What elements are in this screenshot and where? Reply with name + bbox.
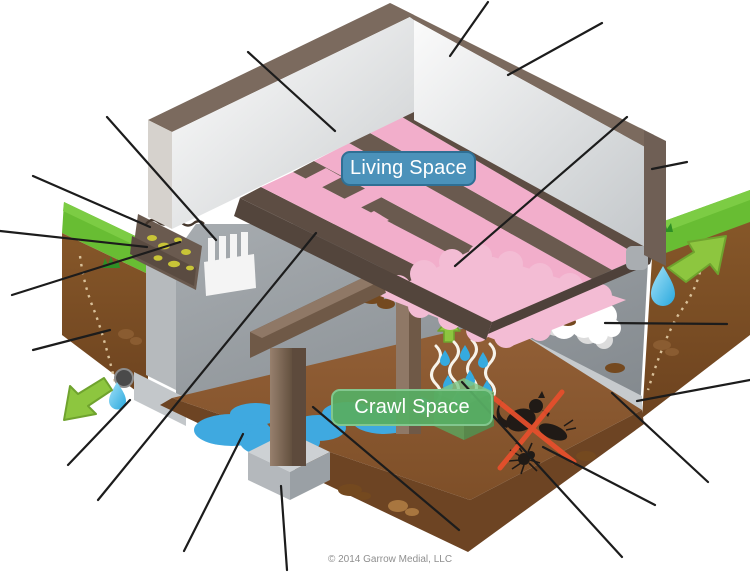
leader-line-rim-joist-mold xyxy=(10,240,182,297)
corner-trim xyxy=(644,130,666,266)
leader-line-wall-cap xyxy=(506,21,604,77)
upper-walls xyxy=(148,3,666,270)
foundation-wall-end xyxy=(146,246,176,390)
green-arrow-in-icon xyxy=(667,235,727,283)
living-space-label-text: Living Space xyxy=(350,157,467,179)
leader-line-sill-plate xyxy=(31,174,152,229)
support-post xyxy=(270,348,306,466)
roach-icon xyxy=(538,419,577,441)
soil-clump xyxy=(118,329,142,345)
crawl-space-label: Crawl Space xyxy=(331,389,493,426)
vent-icon xyxy=(204,232,256,296)
leader-line-wall-top xyxy=(448,0,490,58)
leader-line-ceiling xyxy=(246,50,337,133)
leader-line-footing-drain xyxy=(66,398,132,467)
right-yard xyxy=(642,190,750,418)
leader-line-crawl-vent xyxy=(105,115,218,242)
green-arrow-out-icon xyxy=(63,377,113,421)
water-drop-icon xyxy=(651,266,675,306)
leader-line-support-post xyxy=(311,405,461,532)
pests xyxy=(491,389,577,475)
footing-drain xyxy=(63,368,134,421)
back-right-wall xyxy=(390,3,666,266)
leader-line-floor-insulation xyxy=(453,115,629,268)
water-drop-icon xyxy=(109,382,126,410)
leader-line-downspout xyxy=(650,160,689,171)
leader-line-post-footing xyxy=(279,484,289,572)
leader-line-backfill-soil xyxy=(31,328,112,352)
leader-line-water-puddle xyxy=(182,432,245,553)
copyright-text: © 2014 Garrow Medial, LLC xyxy=(327,554,453,565)
leader-line-wall-condensation xyxy=(603,321,729,326)
back-left-wall xyxy=(148,3,414,229)
soil-clump xyxy=(653,340,679,356)
leader-line-wall-base xyxy=(610,391,710,484)
floor-fascia-right xyxy=(488,252,654,334)
dotted-trail-icon xyxy=(78,255,118,387)
small-insulation-diamonds xyxy=(295,168,389,235)
leader-line-exterior-footing xyxy=(635,378,750,403)
rocks xyxy=(388,500,419,516)
leader-line-foundation-wall-interior xyxy=(96,231,318,502)
floor-fascia xyxy=(234,198,492,340)
left-yard xyxy=(62,202,150,400)
crawl-space-label-text: Crawl Space xyxy=(354,396,470,418)
red-x-icon xyxy=(491,389,577,471)
leader-line-foundation-top xyxy=(0,229,149,249)
leader-line-pests xyxy=(541,445,657,507)
living-space-label: Living Space xyxy=(341,151,476,186)
rim-joist-area xyxy=(130,168,389,290)
foundation-footing-left xyxy=(134,372,186,426)
